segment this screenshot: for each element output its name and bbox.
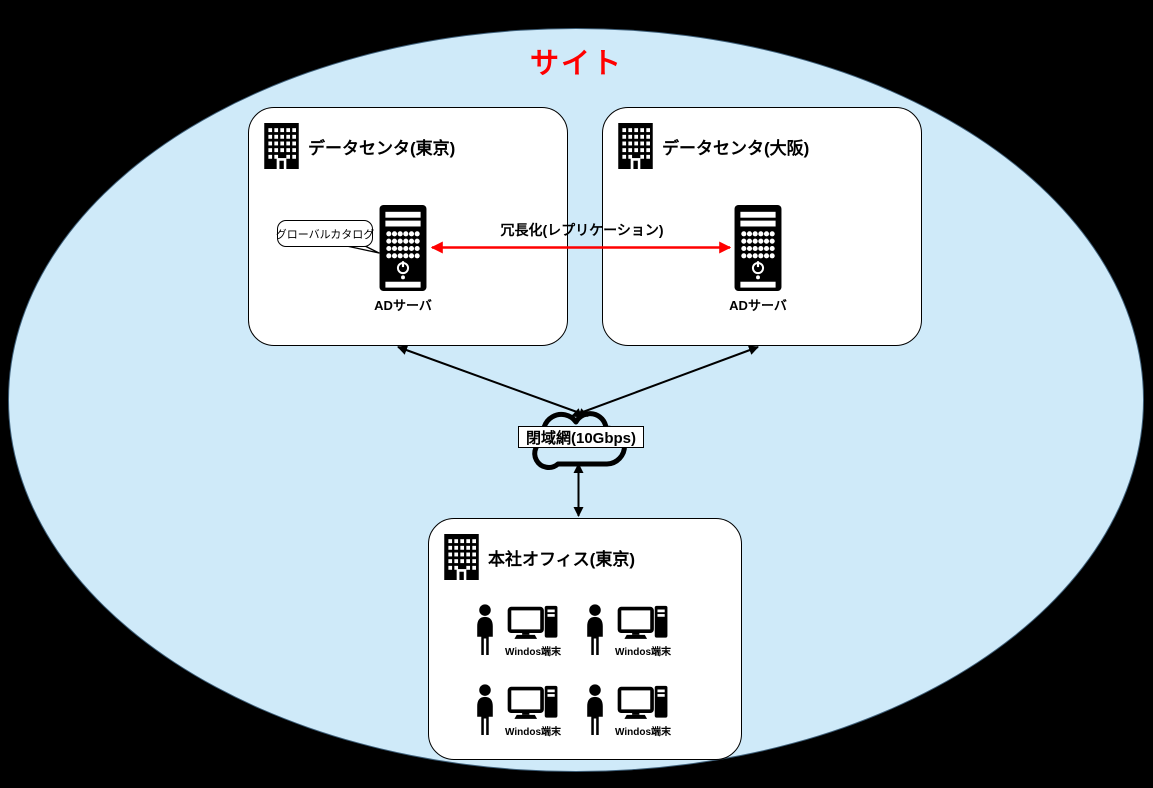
hq-office-header: 本社オフィス(東京) — [429, 519, 741, 580]
building-icon — [264, 123, 299, 169]
pc-group: Windos端末 — [615, 605, 671, 658]
pc-group: Windos端末 — [615, 685, 671, 738]
datacenter-tokyo-header: データセンタ(東京) — [249, 108, 567, 169]
terminal-cluster: Windos端末 — [474, 680, 561, 738]
datacenter-osaka-header: データセンタ(大阪) — [603, 108, 921, 169]
replication-label: 冗長化(レプリケーション) — [500, 222, 664, 238]
server-tower-icon — [733, 204, 783, 292]
datacenter-osaka-label: データセンタ(大阪) — [662, 138, 810, 158]
hq-office-box: 本社オフィス(東京) — [428, 518, 742, 760]
desktop-pc-icon — [617, 605, 669, 643]
terminal-label: Windos端末 — [505, 647, 562, 658]
ad-server-osaka-label: ADサーバ — [729, 298, 787, 313]
terminal-label: Windos端末 — [615, 647, 672, 658]
person-icon — [584, 682, 606, 738]
ad-server-tokyo-label: ADサーバ — [374, 298, 432, 313]
pc-group: Windos端末 — [505, 605, 561, 658]
closed-network-label: 閉域網(10Gbps) — [518, 426, 644, 448]
terminal-cluster: Windos端末 — [584, 680, 671, 738]
terminal-cluster: Windos端末 — [474, 600, 561, 658]
terminal-label: Windos端末 — [505, 727, 562, 738]
desktop-pc-icon — [507, 685, 559, 723]
pc-group: Windos端末 — [505, 685, 561, 738]
terminal-label: Windos端末 — [615, 727, 672, 738]
server-tower-icon — [378, 204, 428, 292]
person-icon — [584, 602, 606, 658]
building-icon — [618, 123, 653, 169]
building-icon — [444, 534, 479, 580]
terminal-cluster: Windos端末 — [584, 600, 671, 658]
datacenter-tokyo-label: データセンタ(東京) — [308, 138, 456, 158]
desktop-pc-icon — [507, 605, 559, 643]
desktop-pc-icon — [617, 685, 669, 723]
person-icon — [474, 602, 496, 658]
hq-office-label: 本社オフィス(東京) — [488, 549, 635, 569]
person-icon — [474, 682, 496, 738]
site-title: サイト — [529, 48, 623, 80]
global-catalog-callout: グローバルカタログ — [276, 220, 374, 247]
